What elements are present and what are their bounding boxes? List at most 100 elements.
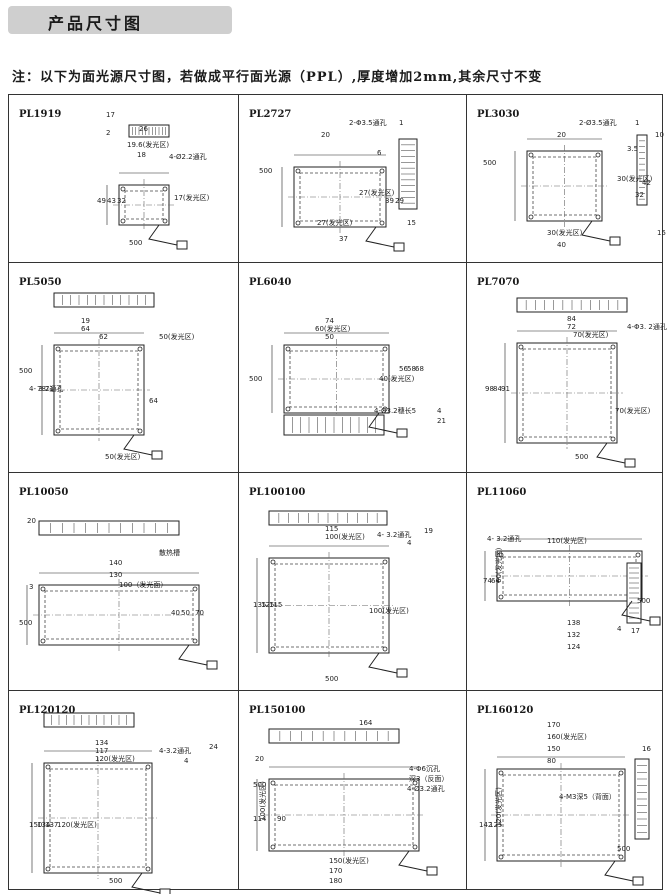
mounting-hole [137,428,143,434]
mounting-hole [55,346,61,352]
cable [604,860,634,882]
dimension-label: 散热槽 [159,548,180,557]
mounting-hole [379,168,385,174]
connector [649,616,661,626]
dimension-label: 500 [19,619,32,627]
dimension-label: 58 [407,365,416,373]
mounting-hole [285,346,291,352]
dimension-label: 120(发光区) [494,787,503,827]
dimension-label: 60(发光区) [494,547,503,583]
mounting-hole [528,214,534,220]
mounting-hole [498,770,504,776]
connector [206,660,218,670]
dimension-label: 150 [547,745,560,753]
dimension-label: 32 [117,197,126,205]
dimension-label: 4 [617,625,622,633]
cable [148,224,178,246]
dimension-label: 50(发光区) [105,452,141,461]
mounting-hole [55,428,61,434]
mounting-hole [145,866,151,872]
dimension-label: 4-Ø3.2穗长5 [374,406,416,415]
dimension-label: 1 [635,119,639,127]
mounting-hole [45,764,51,770]
dimension-label: 150(发光区) [329,856,369,865]
dimension-label: 125 [489,821,502,829]
mounting-hole [595,214,601,220]
dimension-label: 500 [483,159,496,167]
dimension-label: 40 [557,241,566,249]
dimension-label: 17 [106,111,115,119]
mounting-hole [270,780,276,786]
dimension-label: 500 [575,453,588,461]
dimension-label: 15 [657,229,666,237]
dimension-label: 100（发光面） [119,580,167,589]
dimension-label: 117 [95,747,108,755]
dimension-label: 134 [37,821,51,829]
cable [398,850,428,872]
dimension-label: 15 [407,219,416,227]
dimension-label: 2-Ø3.5通孔 [579,118,617,127]
dimension-label: 30(发光区) [617,174,653,183]
dimension-label: 2 [106,129,110,137]
dimension-label: 20 [27,517,36,525]
dimension-drawing: 164204-Φ6沉孔深3（反面）4-Ø3.2通孔114100(发光区)9015… [253,719,448,885]
dimension-label: 20 [321,131,330,139]
dimension-label: 4-Ø2.2通孔 [169,152,207,161]
dimension-label: 27(发光区) [317,218,353,227]
mounting-hole [40,586,46,592]
dimension-label: 62 [99,333,108,341]
mounting-hole [412,844,418,850]
dimension-label: 68 [415,365,424,373]
cable [123,434,153,456]
dimension-label: 500 [259,167,272,175]
cable [581,220,611,242]
dimension-label: 20 [255,755,264,763]
connector [609,236,621,246]
dimension-label: 2-Φ3.5通孔 [349,118,387,127]
dimension-label: 80 [547,757,556,765]
dimension-label: 4-Φ3. 2通孔 [627,322,667,331]
dimension-label: 4-Φ6沉孔 [409,765,440,773]
connector [159,888,171,894]
dimension-label: 500 [19,367,32,375]
model-name: PL5050 [19,277,62,288]
dimension-label: 125 [261,601,274,609]
dimension-label: 深3（反面） [409,774,448,783]
dimension-label: 72 [567,323,576,331]
mounting-hole [40,638,46,644]
dimension-label: 37 [339,235,348,243]
dimension-label: 134 [95,739,109,747]
dimension-label: 500 [325,675,338,683]
dimension-drawing: 2-Ø3.5通孔2013.51050030(发光区)423230(发光区)401… [483,118,666,249]
dimension-label: 19 [424,527,433,535]
dimension-label: 74 [325,317,334,325]
mounting-hole [382,646,388,652]
connector [393,242,405,252]
dimension-label: 60(发光区) [315,324,351,333]
dimension-label: 138 [567,619,580,627]
dimension-drawing: 170160(发光区)150804-M3深5（背面）142125120(发光区)… [479,721,651,886]
dimension-label: 140 [109,559,122,567]
dimension-label: 39 [385,197,394,205]
dimension-label: 170 [329,867,342,875]
dimension-label: 100(发光区) [258,781,267,821]
mounting-hole [145,764,151,770]
dimension-label: 84 [567,315,576,323]
dimension-label: 49 [97,197,106,205]
connector [396,428,408,438]
mounting-hole [295,220,301,226]
cable [178,644,208,666]
dimension-label: 4 [407,539,412,547]
dimension-label: 50 [325,333,334,341]
model-name: PL150100 [249,705,306,716]
mounting-hole [120,218,126,224]
